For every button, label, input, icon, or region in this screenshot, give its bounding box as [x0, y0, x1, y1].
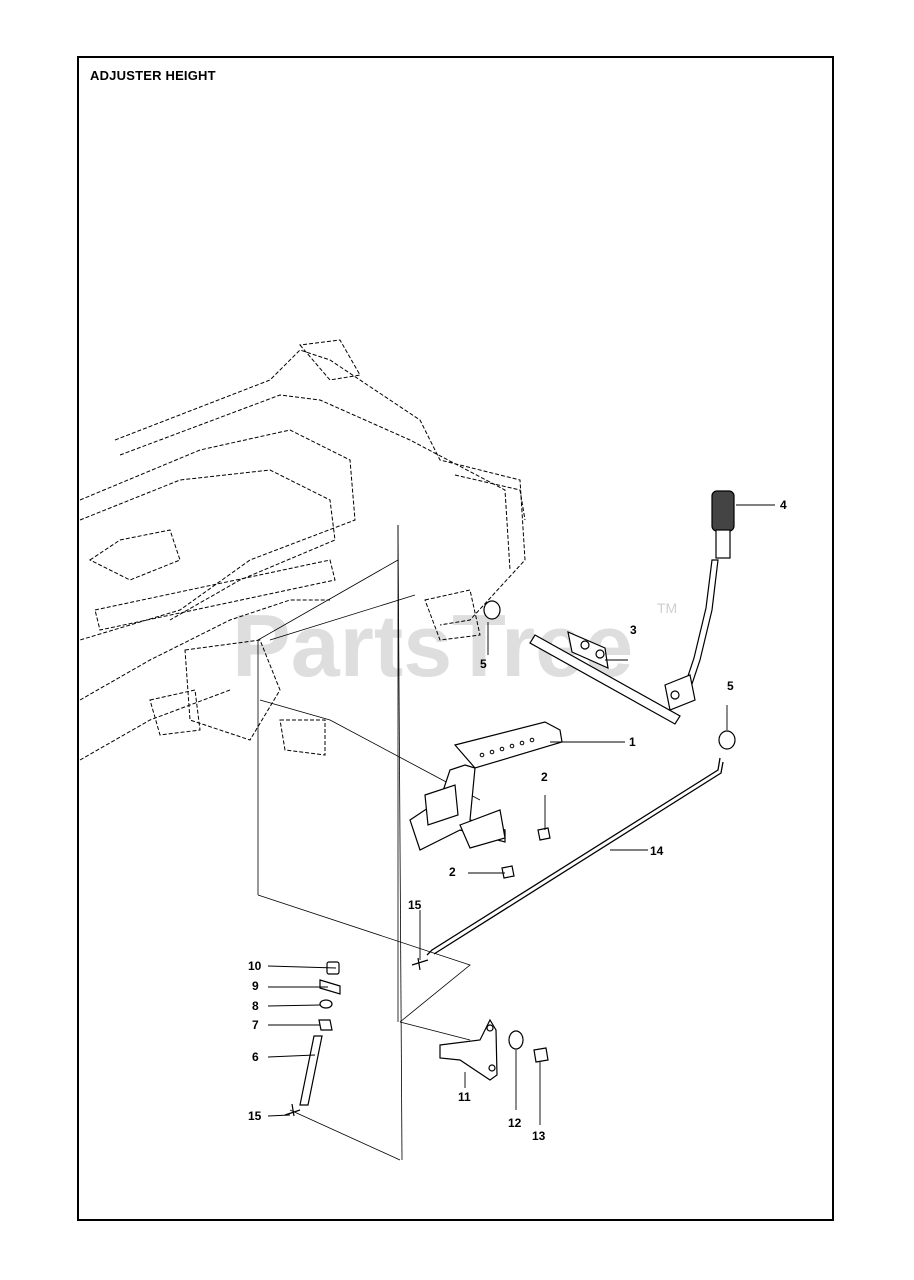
callout-2-lower: 2 [449, 865, 456, 879]
part-5-bushings [483, 600, 736, 750]
callout-12: 12 [508, 1116, 522, 1130]
callout-5-right: 5 [727, 679, 734, 693]
callout-5-left: 5 [480, 657, 487, 671]
part-2-bolts [501, 827, 551, 879]
callout-9: 9 [252, 979, 259, 993]
callout-leaders [267, 504, 775, 1125]
callout-10: 10 [248, 959, 262, 973]
watermark-text: PartsTree [232, 596, 633, 695]
reference-lines [257, 524, 481, 1161]
part-12-washer [508, 1030, 524, 1050]
watermark-trademark: TM [657, 600, 677, 616]
callout-7: 7 [252, 1018, 259, 1032]
callout-8: 8 [252, 999, 259, 1013]
diagram-frame [77, 56, 834, 1221]
part-14-rod [426, 757, 724, 956]
part-6-to-10-stack [299, 961, 341, 1106]
callout-14: 14 [650, 844, 664, 858]
part-13-bolt [533, 1047, 549, 1063]
callout-15-upper: 15 [408, 898, 422, 912]
phantom-frame [79, 339, 526, 761]
callout-4: 4 [780, 498, 787, 512]
callout-2-upper: 2 [541, 770, 548, 784]
part-1-bracket [409, 721, 563, 851]
callout-1: 1 [629, 735, 636, 749]
part-15-clips [284, 957, 429, 1117]
callout-15-lower: 15 [248, 1109, 262, 1123]
callout-13: 13 [532, 1129, 546, 1143]
diagram-title: ADJUSTER HEIGHT [90, 68, 216, 83]
callout-numbers: 4 3 5 5 1 2 2 14 15 10 9 8 7 6 15 11 12 … [248, 498, 787, 1143]
callout-11: 11 [458, 1090, 471, 1104]
callout-6: 6 [252, 1050, 259, 1064]
part-11-arm [439, 1018, 498, 1081]
callout-3: 3 [630, 623, 637, 637]
part-4-lever [664, 490, 735, 711]
part-3-shaft [529, 630, 681, 725]
